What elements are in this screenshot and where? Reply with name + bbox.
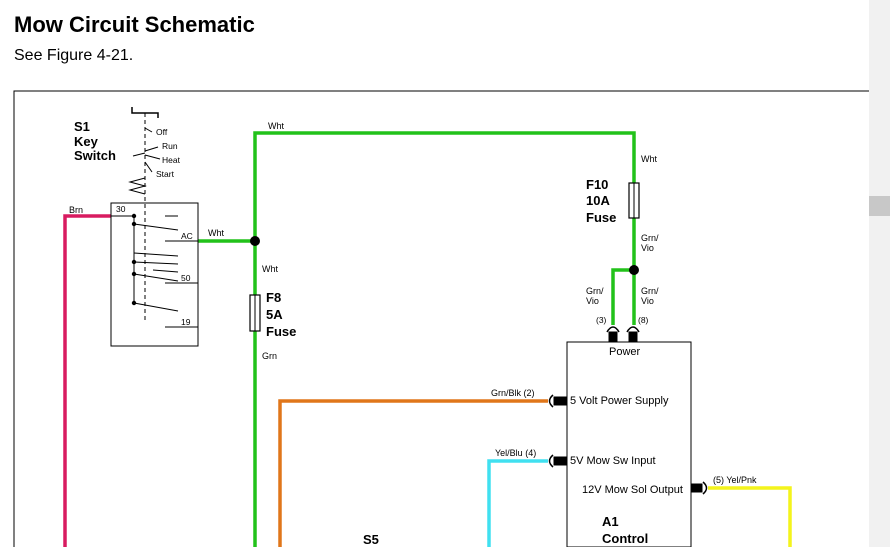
junction-wht — [250, 236, 260, 246]
wire-label-wht-f8: Wht — [262, 264, 279, 274]
wire-label-yel-pnk: (5) Yel/Pnk — [713, 475, 757, 485]
control-module-a1 — [566, 341, 692, 547]
wire-yel-blu — [487, 459, 548, 547]
page-title: Mow Circuit Schematic — [14, 12, 255, 37]
wire-label-wht-top: Wht — [268, 121, 285, 131]
a1-pin-5v-mow-sw-input: 5V Mow Sw Input — [570, 455, 656, 467]
wire-label-grn: Grn — [262, 351, 277, 361]
terminal-30-label: 30 — [116, 204, 126, 214]
wire-label-grn-vio-a-2: Vio — [641, 243, 654, 253]
figure-reference: See Figure 4-21. — [14, 47, 134, 64]
key-switch-contact-dots — [131, 213, 137, 306]
wire-label-grn-vio-c-2: Vio — [641, 296, 654, 306]
wire-label-grn-vio-a-1: Grn/ — [641, 233, 659, 243]
wire-yel-pnk — [708, 486, 792, 547]
s1-name-label-1: Key — [74, 134, 99, 149]
key-pos-run: Run — [162, 141, 178, 151]
a1-id-label: A1 — [602, 514, 619, 529]
f8-rating-label: 5A — [266, 307, 283, 322]
wire-label-grn-vio-b-2: Vio — [586, 296, 599, 306]
wire-grn-blk — [278, 399, 548, 547]
wire-label-grn-vio-b: Grn/ Vio — [586, 286, 606, 306]
pin-label-3: (3) — [596, 315, 607, 325]
s1-name-label-2: Switch — [74, 148, 116, 163]
wire-label-wht-ac: Wht — [208, 228, 225, 238]
wire-grn-vio — [611, 218, 636, 325]
f8-id-label: F8 — [266, 290, 281, 305]
key-pos-start: Start — [156, 169, 175, 179]
wire-label-yel-blu: Yel/Blu (4) — [495, 448, 536, 458]
wire-label-brn: Brn — [69, 205, 83, 215]
schematic-frame — [13, 90, 869, 547]
wire-label-grn-vio-a: Grn/ Vio — [641, 233, 661, 253]
wire-wht-main — [198, 131, 636, 243]
key-pos-off: Off — [156, 127, 168, 137]
s1-id-label: S1 — [74, 119, 90, 134]
wire-label-grn-blk: Grn/Blk (2) — [491, 388, 535, 398]
wire-label-grn-vio-c-1: Grn/ — [641, 286, 659, 296]
f10-rating-label: 10A — [586, 193, 610, 208]
wire-label-grn-vio-c: Grn/ Vio — [641, 286, 661, 306]
a1-pin-5v-supply: 5 Volt Power Supply — [570, 395, 669, 407]
key-switch-s1 — [110, 107, 199, 347]
terminal-19-label: 19 — [181, 317, 191, 327]
vertical-scrollbar[interactable] — [869, 0, 890, 547]
a1-section-power: Power — [609, 346, 641, 358]
mow-circuit-schematic: S1 Key Switch Off Run Heat Start 30 AC 5… — [13, 90, 869, 547]
a1-power-connectors — [606, 326, 640, 343]
junction-grn-vio — [629, 265, 639, 275]
s5-id-label: S5 — [363, 532, 379, 547]
pin-label-8: (8) — [638, 315, 649, 325]
key-pos-heat: Heat — [162, 155, 181, 165]
f10-id-label: F10 — [586, 177, 608, 192]
f8-type-label: Fuse — [266, 324, 296, 339]
scrollbar-thumb[interactable] — [869, 196, 890, 216]
wire-label-wht-f10: Wht — [641, 154, 658, 164]
a1-pin-12v-mow-sol-output: 12V Mow Sol Output — [582, 484, 683, 496]
f10-type-label: Fuse — [586, 210, 616, 225]
a1-side-connectors — [548, 394, 708, 495]
terminal-50-label: 50 — [181, 273, 191, 283]
wire-label-grn-vio-b-1: Grn/ — [586, 286, 604, 296]
wire-brn — [63, 214, 111, 547]
a1-name-label: Control — [602, 531, 648, 546]
terminal-ac-label: AC — [181, 231, 193, 241]
